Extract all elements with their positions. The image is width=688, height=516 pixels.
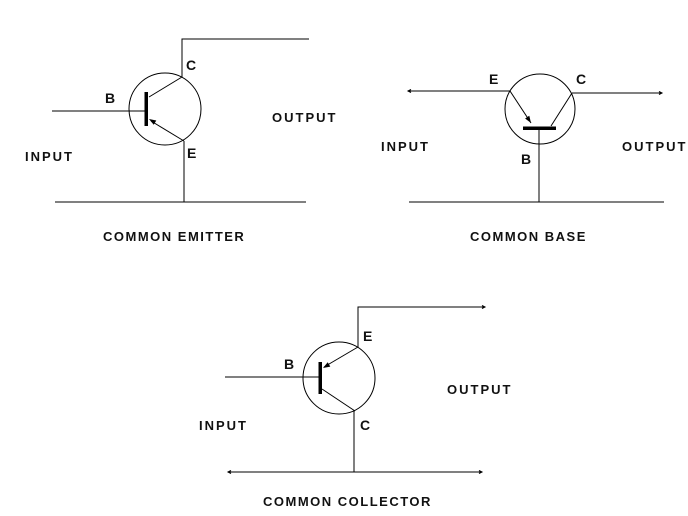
emitter-arrow <box>149 119 157 125</box>
common-collector-circuit <box>225 305 487 474</box>
collector-diagonal <box>321 388 356 412</box>
transistor-body-circle <box>302 341 376 415</box>
cc-input-label: INPUT <box>199 418 248 433</box>
ce-base-terminal-label: B <box>105 90 116 106</box>
emitter-arrow <box>525 115 531 123</box>
base-bar <box>318 362 322 394</box>
input-wire-end-tick <box>406 89 412 93</box>
collector-diagonal <box>550 92 573 127</box>
ground-rail-left-tick <box>226 470 232 474</box>
output-wire-end-tick <box>658 91 664 95</box>
base-bar <box>144 92 148 126</box>
cb-collector-terminal-label: C <box>576 71 587 87</box>
emitter-arrow <box>323 362 331 368</box>
base-bar <box>523 126 556 130</box>
ce-input-label: INPUT <box>25 149 74 164</box>
cc-collector-terminal-label: C <box>360 417 371 433</box>
cc-output-label: OUTPUT <box>447 382 513 397</box>
transistor-body-circle <box>128 72 202 146</box>
output-wire-end-tick <box>481 305 487 309</box>
cb-figure-title: COMMON BASE <box>470 229 587 244</box>
transistor-body-circle <box>504 73 576 145</box>
cc-emitter-terminal-label: E <box>363 328 373 344</box>
ground-rail-right-tick <box>478 470 484 474</box>
emitter-diagonal <box>323 346 359 368</box>
ce-collector-terminal-label: C <box>186 57 197 73</box>
collector-diagonal <box>148 76 183 98</box>
cb-output-label: OUTPUT <box>622 139 688 154</box>
collector-output-wire <box>181 38 309 77</box>
ce-figure-title: COMMON EMITTER <box>103 229 246 244</box>
cb-emitter-terminal-label: E <box>489 71 499 87</box>
ce-output-label: OUTPUT <box>272 110 338 125</box>
cc-base-terminal-label: B <box>284 356 295 372</box>
cb-input-label: INPUT <box>381 139 430 154</box>
emitter-output-wire <box>357 306 485 347</box>
common-emitter-circuit <box>52 38 309 203</box>
ce-emitter-terminal-label: E <box>187 145 197 161</box>
emitter-diagonal <box>150 120 185 142</box>
common-base-circuit <box>406 73 664 203</box>
cc-figure-title: COMMON COLLECTOR <box>263 494 432 509</box>
cb-base-terminal-label: B <box>521 151 532 167</box>
